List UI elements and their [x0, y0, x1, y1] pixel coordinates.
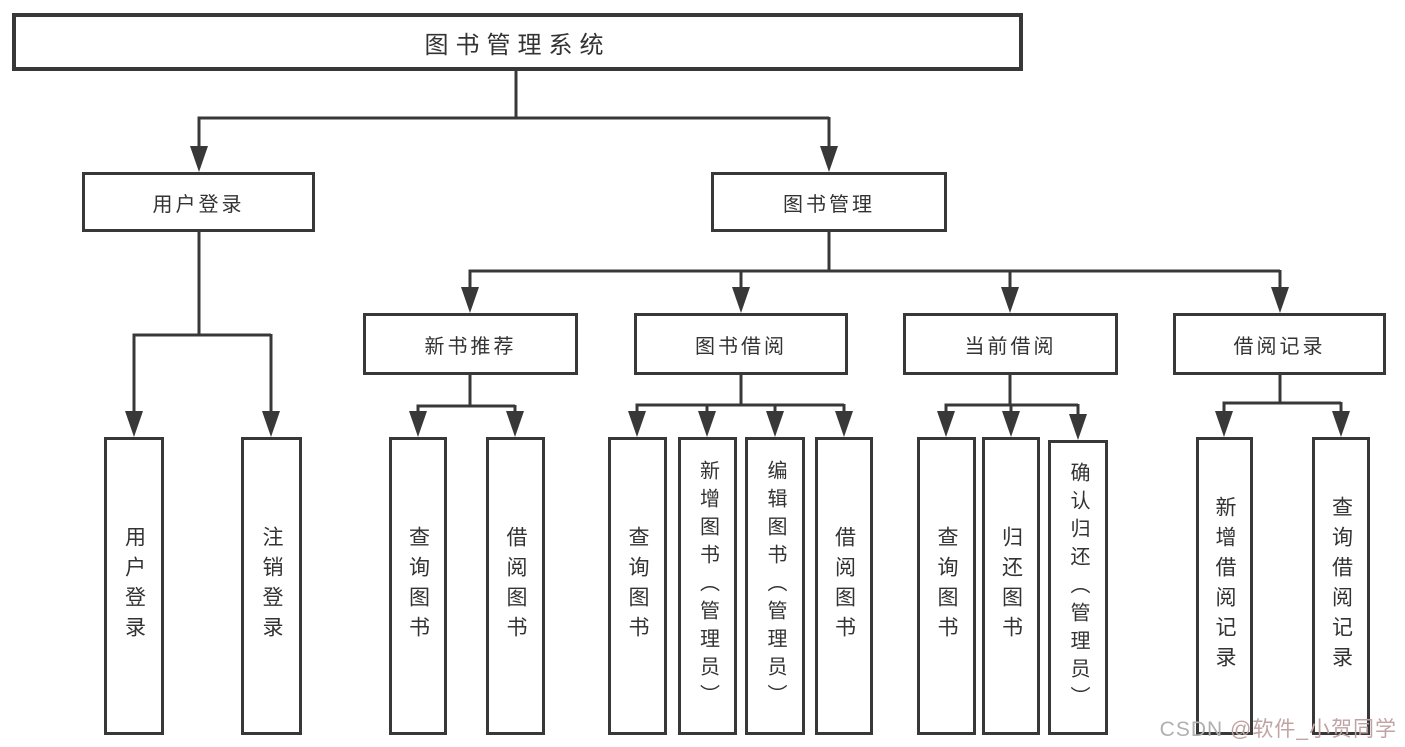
leaf-label: 编辑图书（管理员） [764, 460, 786, 712]
node-label: 图书管理 [783, 193, 875, 216]
edge-root-to-level2 [197, 70, 831, 148]
edge-current-to-leaves [944, 375, 1080, 416]
arrow-down-icon [125, 411, 143, 437]
leaf-label: 查询图书 [935, 526, 958, 646]
leaf-query-borrow-record: 查询借阅记录 [1312, 437, 1370, 735]
edge-borrow-to-leaves [635, 375, 846, 413]
leaf-query-books-borrow: 查询图书 [608, 437, 667, 735]
node-label: 用户登录 [152, 193, 245, 216]
arrow-down-icon [190, 146, 208, 172]
arrow-down-icon [1271, 287, 1289, 313]
node-book-borrowing: 图书借阅 [634, 313, 848, 375]
arrow-down-icon [409, 411, 427, 437]
leaf-user-login: 用户登录 [104, 437, 164, 735]
edge-bookmgmt-to-level3 [468, 232, 1282, 289]
arrow-down-icon [628, 411, 646, 437]
leaf-add-borrow-record: 新增借阅记录 [1196, 437, 1253, 735]
leaf-borrow-books-recommend: 借阅图书 [486, 437, 545, 735]
leaf-label: 新增借阅记录 [1213, 496, 1236, 676]
leaf-label: 查询图书 [406, 526, 430, 646]
leaf-confirm-return-admin: 确认归还（管理员） [1048, 440, 1108, 735]
node-library-management-system: 图书管理系统 [12, 13, 1023, 71]
arrow-down-icon [1215, 411, 1233, 437]
connector-arrowheads [125, 146, 1350, 440]
arrow-down-icon [937, 411, 955, 437]
arrow-down-icon [732, 287, 750, 313]
leaf-label: 确认归还（管理员） [1067, 461, 1089, 714]
leaf-label: 借阅图书 [504, 526, 527, 646]
leaf-label: 查询图书 [626, 526, 649, 646]
arrow-down-icon [506, 411, 524, 437]
node-new-book-recommendation: 新书推荐 [363, 313, 578, 375]
leaf-borrow-books: 借阅图书 [815, 437, 873, 735]
arrow-down-icon [766, 411, 784, 437]
leaf-query-books-current: 查询图书 [917, 437, 976, 735]
arrow-down-icon [262, 411, 280, 437]
arrow-down-icon [835, 411, 853, 437]
node-label: 图书借阅 [695, 335, 787, 358]
arrow-down-icon [1332, 411, 1350, 437]
leaf-label: 用户登录 [122, 526, 146, 646]
connector-lines [132, 70, 1343, 416]
leaf-logout: 注销登录 [241, 437, 302, 735]
edge-records-to-leaves [1222, 375, 1343, 413]
watermark-csdn-label: CSDN [1159, 718, 1230, 741]
leaf-label: 新增图书（管理员） [696, 460, 719, 712]
leaf-add-books-admin: 新增图书（管理员） [678, 437, 737, 735]
arrow-down-icon [1069, 414, 1087, 440]
watermark: CSDN @软件_小贺同学 [1160, 713, 1397, 743]
node-label: 当前借阅 [964, 335, 1057, 358]
arrow-down-icon [461, 287, 479, 313]
edge-newbook-to-leaves [416, 375, 517, 413]
leaf-label: 查询借阅记录 [1329, 496, 1353, 676]
edge-userlogin-to-leaves [132, 232, 273, 413]
leaf-query-books-recommend: 查询图书 [389, 437, 447, 735]
node-label: 新书推荐 [424, 335, 517, 358]
arrow-down-icon [1002, 411, 1020, 437]
arrow-down-icon [820, 146, 838, 172]
node-current-borrowing: 当前借阅 [903, 313, 1118, 375]
leaf-label: 归还图书 [999, 526, 1023, 646]
node-borrowing-records: 借阅记录 [1173, 313, 1386, 375]
node-book-management: 图书管理 [711, 172, 947, 232]
arrow-down-icon [698, 411, 716, 437]
leaf-return-books: 归还图书 [982, 437, 1040, 735]
node-label: 借阅记录 [1233, 335, 1326, 358]
leaf-edit-books-admin: 编辑图书（管理员） [745, 437, 805, 735]
node-label: 图书管理系统 [424, 31, 611, 59]
arrow-down-icon [1001, 287, 1019, 313]
leaf-label: 注销登录 [260, 526, 283, 646]
watermark-username: @软件_小贺同学 [1230, 718, 1397, 741]
node-user-login: 用户登录 [82, 172, 315, 232]
leaf-label: 借阅图书 [832, 526, 856, 646]
